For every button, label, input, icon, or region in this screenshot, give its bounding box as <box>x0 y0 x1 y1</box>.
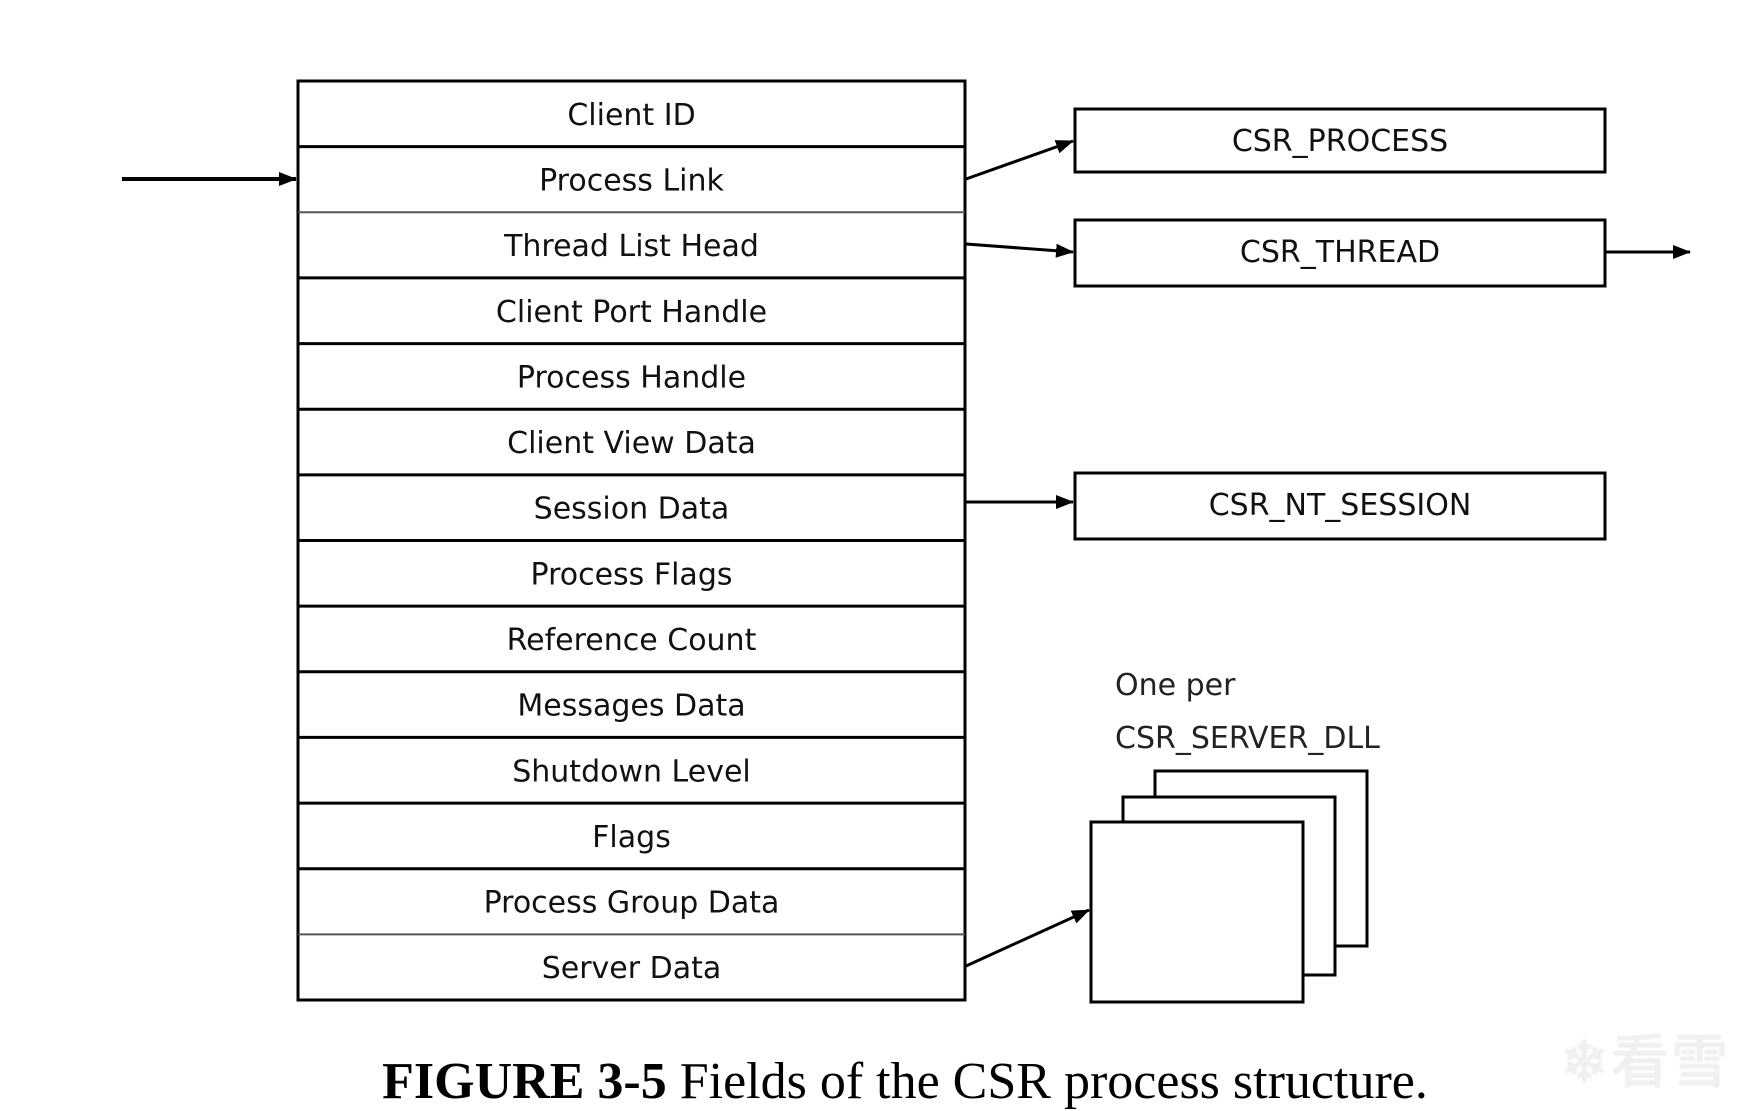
structure-field-label: Process Flags <box>531 557 733 592</box>
csr-nt-session-box: CSR_NT_SESSION <box>1073 471 1607 541</box>
structure-field-row: Reference Count <box>298 604 965 658</box>
structure-field-row: Client Port Handle <box>298 276 965 330</box>
csr-nt-session-label: CSR_NT_SESSION <box>1209 488 1472 523</box>
structure-field-label: Flags <box>592 820 671 855</box>
structure-field-row: Process Group Data <box>298 867 965 921</box>
watermark: ❄看雪 <box>1560 1015 1731 1099</box>
structure-field-label: Process Link <box>539 163 724 198</box>
structure-field-row: Process Flags <box>298 539 965 592</box>
process-link-arrow <box>965 139 1074 181</box>
structure-field-label: Client Port Handle <box>496 295 767 330</box>
structure-field-label: Process Handle <box>517 360 746 395</box>
figure-label: FIGURE 3-5 <box>382 1053 667 1110</box>
server-dll-note-line1: One per <box>1115 668 1236 703</box>
structure-field-row: Session Data <box>298 473 965 527</box>
server-dll-box-front <box>1089 820 1305 1004</box>
structure-field-label: Messages Data <box>517 689 745 724</box>
snowflake-icon: ❄ <box>1560 1028 1611 1096</box>
structure-field-row: Shutdown Level <box>298 735 965 789</box>
structure-field-label: Process Group Data <box>484 886 780 921</box>
csr-process-box: CSR_PROCESS <box>1073 107 1607 174</box>
server-data-arrow <box>965 908 1090 968</box>
structure-field-row: Messages Data <box>298 670 965 724</box>
structure-field-label: Thread List Head <box>503 229 759 264</box>
structure-field-label: Client ID <box>567 98 695 133</box>
structure-field-row: Process Link <box>298 145 965 198</box>
csr-thread-label: CSR_THREAD <box>1240 235 1440 270</box>
structure-field-label: Session Data <box>534 492 730 527</box>
watermark-text: 看雪 <box>1610 1028 1731 1096</box>
structure-field-row: Client View Data <box>298 407 965 461</box>
figure-caption: FIGURE 3-5 Fields of the CSR process str… <box>0 1052 1761 1111</box>
structure-field-row: Client ID <box>567 98 695 133</box>
figure-caption-text: Fields of the CSR process structure. <box>679 1053 1428 1110</box>
csr-process-label: CSR_PROCESS <box>1232 124 1448 159</box>
csr-thread-box: CSR_THREAD <box>1073 218 1607 288</box>
structure-field-label: Server Data <box>542 951 722 986</box>
structure-field-row: Server Data <box>298 933 965 986</box>
structure-field-row: Flags <box>298 801 965 855</box>
structure-field-row: Process Handle <box>298 342 965 395</box>
thread-list-arrow <box>965 242 1074 258</box>
structure-field-label: Client View Data <box>507 426 756 461</box>
structure-field-row: Thread List Head <box>298 211 965 264</box>
server-dll-note-line2: CSR_SERVER_DLL <box>1115 721 1380 756</box>
server-dll-stack <box>1089 769 1369 1004</box>
structure-field-label: Reference Count <box>507 623 757 658</box>
structure-field-label: Shutdown Level <box>512 754 751 789</box>
